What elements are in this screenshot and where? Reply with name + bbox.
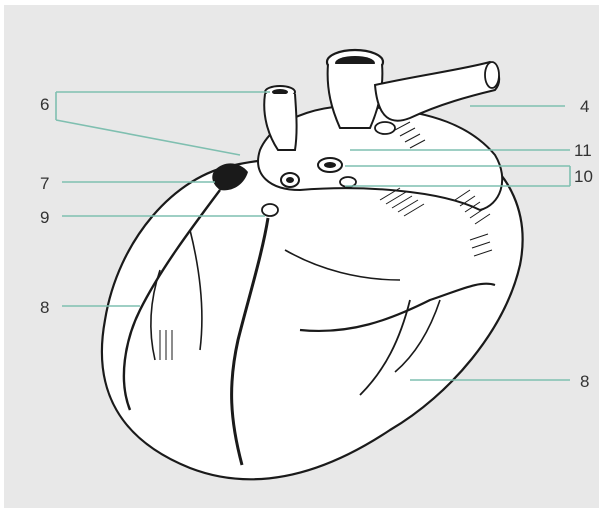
label-9: 9 [40,209,49,226]
label-10: 10 [574,168,593,185]
label-4: 4 [580,98,589,115]
leader-6 [56,92,270,155]
label-8-left: 8 [40,299,49,316]
label-6: 6 [40,96,49,113]
label-8-right: 8 [580,373,589,390]
label-11: 11 [574,142,592,159]
pulmonary-artery-right [375,62,499,121]
label-7: 7 [40,175,49,192]
aorta [328,64,383,128]
